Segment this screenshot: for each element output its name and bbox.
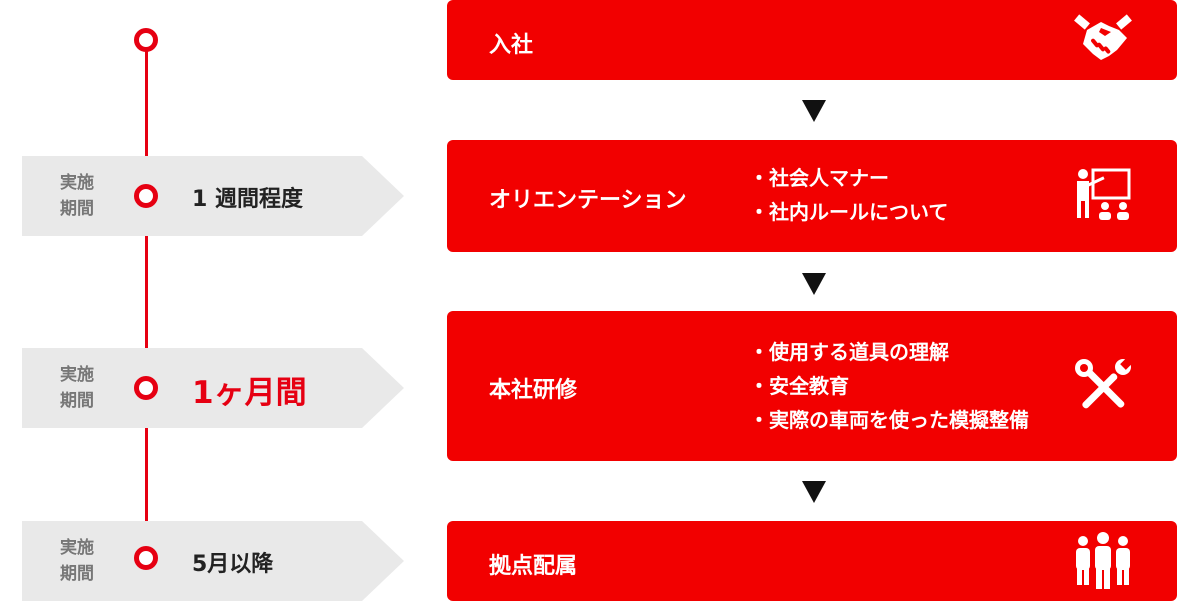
handshake-icon bbox=[1074, 14, 1132, 60]
period-tag-2: 実施 期間 bbox=[22, 348, 404, 428]
timeline-node-2 bbox=[134, 376, 158, 400]
step-box-branch-assignment: 拠点配属 bbox=[447, 521, 1177, 601]
timeline-node-1 bbox=[134, 184, 158, 208]
step-point: ・実際の車両を使った模擬整備 bbox=[749, 408, 1029, 432]
down-arrow bbox=[802, 273, 826, 295]
step-box-head-office-training: 本社研修 ・使用する道具の理解 ・安全教育 ・実際の車両を使った模擬整備 bbox=[447, 311, 1177, 461]
step-box-orientation: オリエンテーション ・社会人マナー ・社内ルールについて bbox=[447, 140, 1177, 252]
step-point: ・社内ルールについて bbox=[749, 200, 949, 224]
period-value-3: 5月以降 bbox=[192, 552, 274, 577]
step-point: ・社会人マナー bbox=[749, 166, 889, 190]
period-label: 実施 期間 bbox=[60, 538, 94, 584]
down-arrow bbox=[802, 100, 826, 122]
timeline-node-3 bbox=[134, 546, 158, 570]
presentation-icon bbox=[1077, 168, 1131, 220]
timeline-node-start bbox=[134, 28, 158, 52]
step-title: 拠点配属 bbox=[489, 554, 578, 579]
step-title: オリエンテーション bbox=[489, 188, 687, 213]
timeline-line bbox=[145, 40, 148, 558]
step-point: ・使用する道具の理解 bbox=[749, 340, 949, 364]
period-value-1: 1 週間程度 bbox=[192, 187, 303, 212]
down-arrow bbox=[802, 481, 826, 503]
team-icon bbox=[1076, 532, 1130, 589]
period-label: 実施 期間 bbox=[60, 365, 94, 411]
period-label: 実施 期間 bbox=[60, 173, 94, 219]
period-tag-1: 実施 期間 bbox=[22, 156, 404, 236]
period-tag-3: 実施 期間 bbox=[22, 521, 404, 601]
step-point: ・安全教育 bbox=[749, 374, 849, 398]
step-title: 入社 bbox=[489, 33, 534, 58]
step-points: ・使用する道具の理解 ・安全教育 ・実際の車両を使った模擬整備 bbox=[749, 335, 1029, 437]
period-value-2: 1ヶ月間 bbox=[192, 375, 307, 411]
step-box-join: 入社 bbox=[447, 0, 1177, 80]
step-title: 本社研修 bbox=[489, 378, 578, 403]
tools-icon bbox=[1075, 357, 1133, 409]
step-points: ・社会人マナー ・社内ルールについて bbox=[749, 161, 948, 229]
